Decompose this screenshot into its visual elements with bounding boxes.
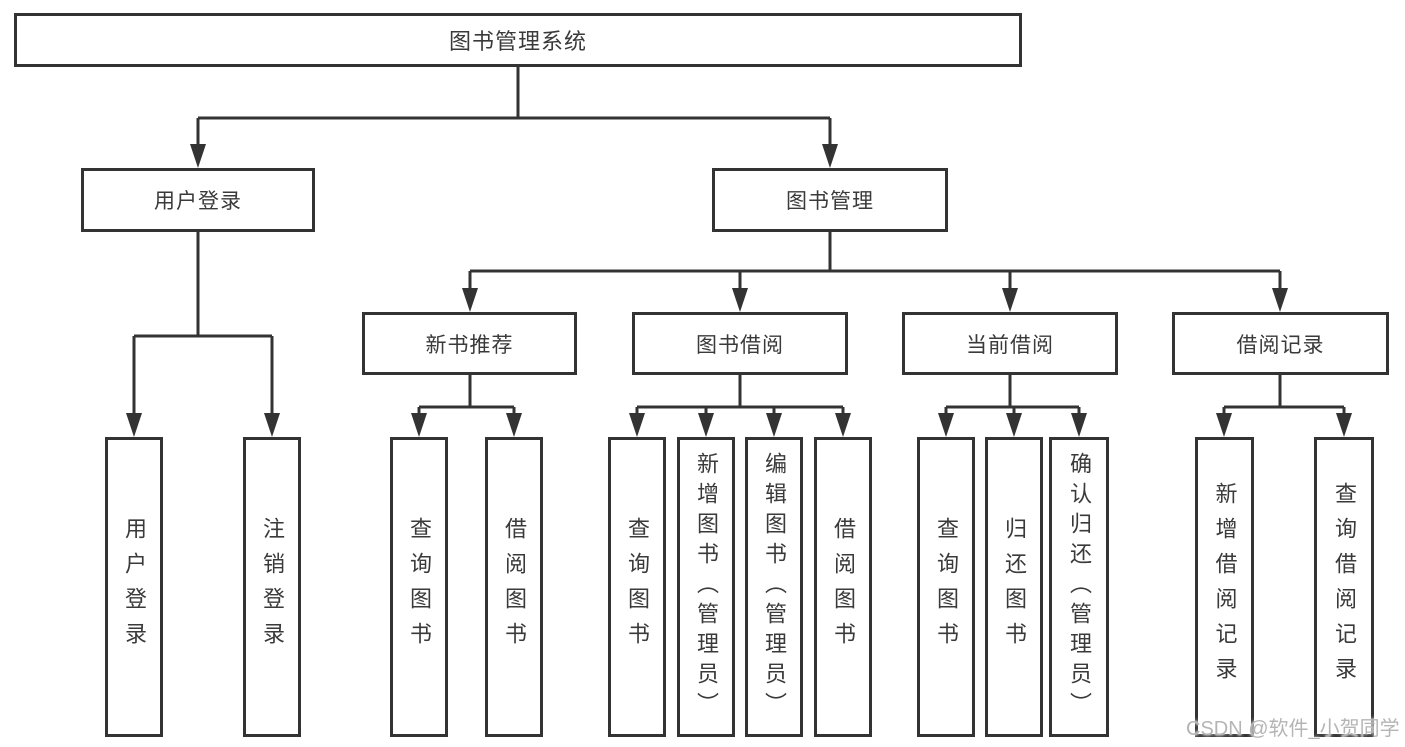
leaf-borrow-books-borrowing: 借阅图书 [814,437,872,737]
node-label: 图书借阅 [696,333,784,357]
connector-book-management-children [462,232,1288,312]
leaf-return-books: 归还图书 [985,437,1043,737]
connector-book-borrowing-children [629,375,851,437]
node-label: 查询图书 [934,517,959,657]
node-label: 借阅图书 [502,517,527,657]
node-borrow-records: 借阅记录 [1172,312,1389,375]
leaf-query-books-recommend: 查询图书 [390,437,448,737]
node-label: 借阅图书 [831,517,856,657]
node-label: 归还图书 [1002,517,1027,657]
connector-current-borrowing-children [938,375,1087,437]
node-label: 新增图书（管理员） [694,452,719,722]
connector-new-book-recommend-children [411,375,522,437]
node-label: 用户登录 [154,190,242,213]
connector-user-login-children [126,232,280,437]
node-label: 注销登录 [260,517,285,657]
node-label: 查询图书 [407,517,432,657]
node-label: 当前借阅 [966,333,1054,357]
connector-borrow-records-children [1216,375,1352,437]
leaf-query-books-current: 查询图书 [917,437,975,737]
leaf-logout: 注销登录 [243,437,301,737]
leaf-confirm-return-admin: 确认归还（管理员） [1049,437,1109,737]
leaf-query-books-borrowing: 查询图书 [608,437,666,737]
node-book-management: 图书管理 [712,168,948,232]
node-label: 编辑图书（管理员） [762,452,787,722]
node-label: 确认归还（管理员） [1067,452,1092,722]
leaf-query-borrow-record: 查询借阅记录 [1314,437,1374,737]
node-book-borrowing: 图书借阅 [632,312,848,375]
node-label: 用户登录 [122,517,147,657]
csdn-watermark: CSDN @软件_小贺同学 [1186,718,1400,740]
node-label: 新书推荐 [425,333,514,357]
node-label: 新增借阅记录 [1212,482,1238,692]
node-root: 图书管理系统 [14,13,1022,67]
connector-root-to-level2 [190,67,838,168]
leaf-user-login: 用户登录 [105,437,163,737]
leaf-add-book-admin: 新增图书（管理员） [677,437,735,737]
node-label: 图书管理系统 [448,29,587,54]
node-new-book-recommend: 新书推荐 [362,312,577,375]
leaf-borrow-books-recommend: 借阅图书 [485,437,543,737]
node-label: 查询图书 [625,517,650,657]
node-label: 图书管理 [786,190,874,213]
node-label: 借阅记录 [1236,333,1325,357]
leaf-edit-book-admin: 编辑图书（管理员） [745,437,803,737]
leaf-add-borrow-record: 新增借阅记录 [1195,437,1254,737]
node-current-borrowing: 当前借阅 [902,312,1118,375]
node-label: 查询借阅记录 [1332,482,1357,692]
node-user-login: 用户登录 [81,168,315,232]
